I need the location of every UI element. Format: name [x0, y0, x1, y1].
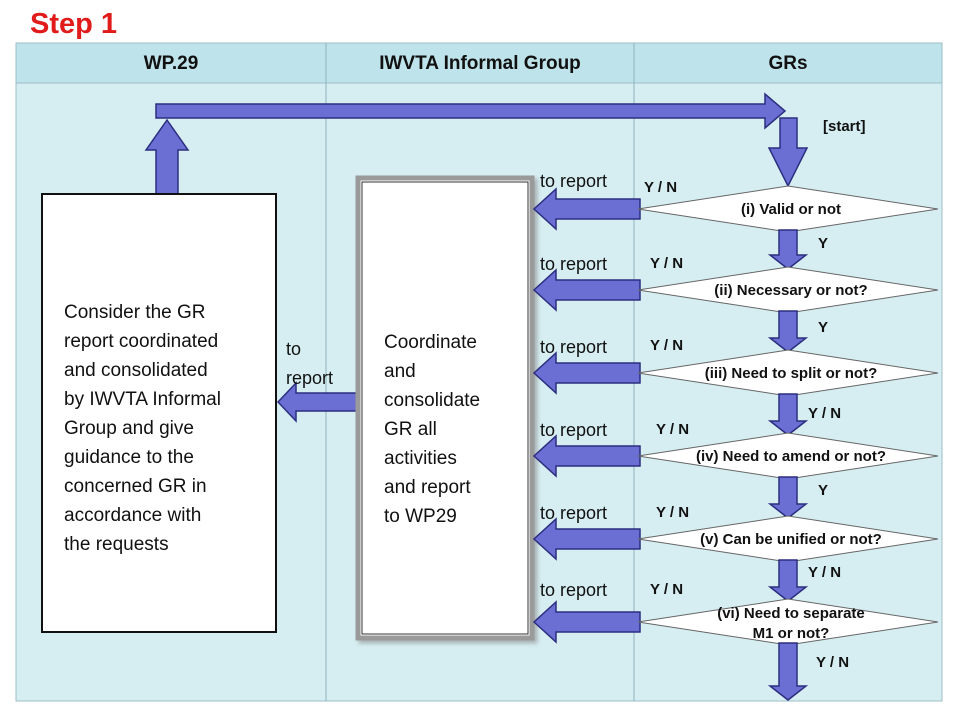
answer-label: Y: [818, 235, 828, 252]
decision-diamond: [637, 349, 939, 397]
iwvta-line: and: [384, 361, 416, 382]
decision-text: (ii) Necessary or not?: [714, 282, 867, 299]
iwvta-line: and report: [384, 477, 471, 498]
flow-down-arrow: [767, 642, 809, 701]
decision-text: (i) Valid or not: [741, 201, 841, 218]
flow-down-arrow: [767, 310, 809, 353]
wp29-line: Group and give: [64, 418, 194, 439]
answer-label: Y / N: [808, 405, 841, 422]
flow-down-arrow: [767, 476, 809, 519]
start-label: [start]: [823, 118, 866, 135]
answer-label: Y / N: [650, 255, 683, 272]
iwvta-line: GR all: [384, 419, 437, 440]
step-title: Step 1: [30, 8, 118, 40]
answer-label: Y / N: [816, 654, 849, 671]
answer-label: Y / N: [650, 581, 683, 598]
iwvta-line: consolidate: [384, 390, 480, 411]
flow-down-arrow: [767, 393, 809, 436]
decision-text: (v) Can be unified or not?: [700, 531, 882, 548]
column-header-grs: GRs: [768, 53, 807, 74]
iwvta-line: Coordinate: [384, 332, 477, 353]
wp29-line: Consider the GR: [64, 302, 206, 323]
decision-text: M1 or not?: [753, 625, 830, 642]
iwvta-line: activities: [384, 448, 457, 469]
to-report-label: to report: [540, 254, 607, 274]
to-report-label: to report: [540, 171, 607, 191]
column-header-iwvta: IWVTA Informal Group: [379, 53, 581, 74]
answer-label: Y / N: [656, 421, 689, 438]
report-arrow: [532, 351, 641, 395]
report-arrow: [532, 434, 641, 478]
iwvta-line: to WP29: [384, 506, 457, 527]
decision-diamond: [637, 515, 939, 563]
report-arrow: [532, 268, 641, 312]
wp29-line: report coordinated: [64, 331, 218, 352]
decision-diamond: [637, 432, 939, 480]
to-report-label: to report: [540, 503, 607, 523]
wp29-box: [41, 193, 277, 633]
answer-label: Y / N: [808, 564, 841, 581]
report-arrow: [532, 517, 641, 561]
to-report-wp29-label: to report: [286, 339, 333, 388]
decision-text: (vi) Need to separate: [717, 605, 865, 622]
top-routing-arrow: [144, 92, 809, 196]
iwvta-box: [355, 175, 535, 641]
answer-label: Y / N: [650, 337, 683, 354]
report-arrow: [532, 187, 641, 231]
header-row: [15, 42, 943, 84]
wp29-line: by IWVTA Informal: [64, 389, 221, 410]
decision-diamond: [637, 266, 939, 314]
decision-steps: (i) Valid or not to report Y / N Y (ii) Nece…: [532, 171, 939, 701]
to-report-label: to report: [540, 580, 607, 600]
report-arrow-to-wp29: [276, 381, 359, 423]
decision-text: (iv) Need to amend or not?: [696, 448, 886, 465]
wp29-box-text: Consider the GR report coordinated and c…: [64, 302, 226, 555]
wp29-line: and consolidated: [64, 360, 208, 381]
answer-label: Y: [818, 482, 828, 499]
answer-label: Y / N: [656, 504, 689, 521]
column-header-wp29: WP.29: [144, 53, 199, 74]
wp29-line: concerned GR in: [64, 476, 207, 497]
wp29-line: the requests: [64, 534, 169, 555]
answer-label: Y: [818, 319, 828, 336]
decision-diamond: [637, 185, 939, 233]
report-arrow: [532, 600, 641, 644]
decision-diamond: [637, 598, 939, 646]
flow-down-arrow: [767, 229, 809, 270]
to-report-line: to: [286, 339, 301, 359]
to-report-label: to report: [540, 420, 607, 440]
flow-down-arrow: [767, 559, 809, 602]
iwvta-box-inner-border: [361, 181, 529, 635]
wp29-line: guidance to the: [64, 447, 194, 468]
iwvta-box-text: Coordinate and consolidate GR all activi…: [384, 332, 485, 527]
decision-text: (iii) Need to split or not?: [705, 365, 878, 382]
answer-label: Y / N: [644, 179, 677, 196]
wp29-line: accordance with: [64, 505, 201, 526]
to-report-line: report: [286, 368, 333, 388]
to-report-label: to report: [540, 337, 607, 357]
